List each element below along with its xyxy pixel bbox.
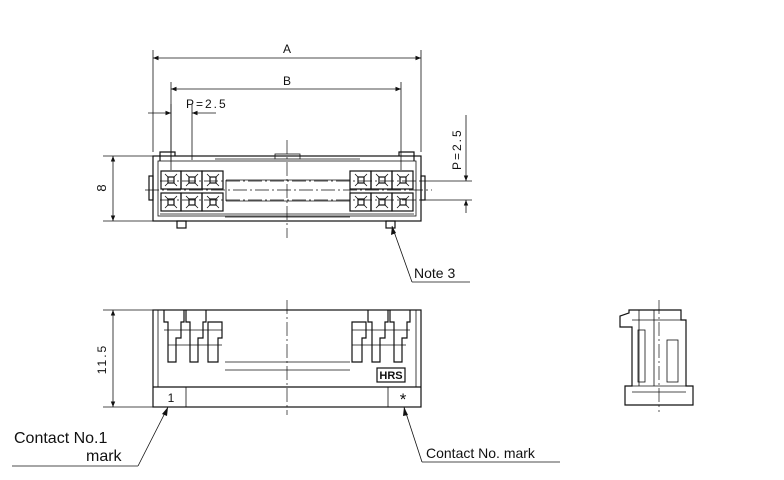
height-top-label: 8 xyxy=(94,184,109,191)
dimension-b-label: B xyxy=(283,74,291,88)
dimension-a-label: A xyxy=(283,42,291,56)
height-front-label: 11.5 xyxy=(95,344,109,374)
connector-top-view xyxy=(145,140,432,238)
contact-cavities-left xyxy=(160,170,224,212)
contact-no-mark-callout: Contact No. mark xyxy=(403,406,560,463)
dimension-height-top: 8 xyxy=(94,155,153,222)
dimension-pitch-vertical: P=2.5 xyxy=(421,115,472,213)
contact-cavities-right xyxy=(349,170,414,212)
contact-no1-callout: Contact No.1 mark xyxy=(12,406,169,467)
contact-number-mark: 1 xyxy=(168,391,175,405)
dimension-height-front: 11.5 xyxy=(95,309,153,408)
latches-left xyxy=(163,310,223,363)
contact-no1-label-line2: mark xyxy=(86,448,123,465)
contact-no1-label-line1: Contact No.1 xyxy=(14,430,107,447)
pitch-vertical-label: P=2.5 xyxy=(450,128,464,170)
note3-callout: Note 3 xyxy=(391,225,470,283)
pitch-horizontal-label: P=2.5 xyxy=(186,97,228,111)
note3-label: Note 3 xyxy=(414,265,455,281)
connector-front-view: HRS 1 * xyxy=(152,300,422,415)
hrs-logo-text: HRS xyxy=(379,370,402,382)
star-mark: * xyxy=(400,390,407,409)
hrs-logo: HRS xyxy=(376,367,406,383)
connector-side-view xyxy=(619,300,694,412)
contact-no-mark-label: Contact No. mark xyxy=(426,445,536,461)
latches-right xyxy=(351,310,411,363)
dimension-pitch-horizontal: P=2.5 xyxy=(148,97,228,160)
dimension-a: A xyxy=(152,42,422,152)
